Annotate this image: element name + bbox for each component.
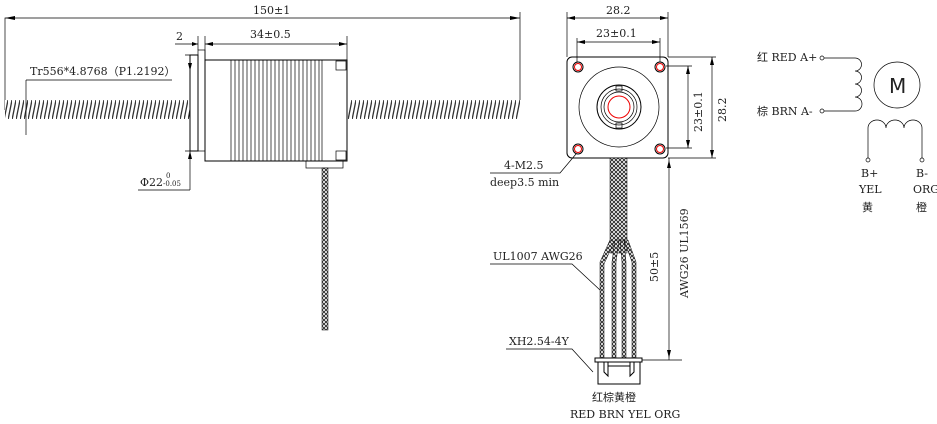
- a-plus-label: 红 RED A+: [757, 51, 817, 64]
- hole-spacing-h-dim: 23±0.1: [596, 27, 637, 40]
- b-minus-label: B-: [916, 167, 928, 180]
- mounting-face: [566, 56, 669, 159]
- b-plus-label: B+: [861, 167, 878, 180]
- b-plus-cn: 黄: [862, 200, 873, 214]
- pilot-tol-upper: 0: [166, 172, 170, 180]
- motor-symbol: [873, 61, 921, 109]
- wiring-diagram: 红 RED A+ 棕 BRN A- M B+ YEL 黄 B- ORG 橙: [757, 51, 937, 214]
- thread-spec: Tr556*4.8768（P1.2192）: [30, 65, 175, 78]
- body-length-dim: 34±0.5: [250, 28, 291, 41]
- lead-screw-right: [348, 100, 520, 119]
- hole-spacing-v-dim: 23±0.1: [692, 91, 705, 132]
- coil-a: [824, 57, 863, 112]
- b-minus-color: ORG: [913, 183, 937, 196]
- b-plus-color: YEL: [858, 183, 882, 196]
- front-view: 28.2 23±0.1 23±0.1 28.2 4-M2.5 deep3.5 m…: [490, 4, 729, 421]
- pin-colors-cn: 红棕黄橙: [592, 390, 636, 404]
- wire-spec: UL1007 AWG26: [493, 250, 583, 263]
- front-height-dim: 28.2: [716, 98, 729, 123]
- hole-depth: deep3.5 min: [490, 176, 559, 189]
- coil-b: [867, 119, 923, 158]
- shaft-circle: [607, 95, 631, 119]
- motor-symbol-label: M: [889, 74, 906, 98]
- overall-length-dim: 150±1: [253, 4, 290, 17]
- lead-screw-left: [5, 100, 190, 119]
- lead-length-dim: 50±5: [648, 252, 661, 282]
- b-minus-cn: 橙: [916, 200, 927, 214]
- side-cable: [321, 167, 329, 331]
- lead-wires: [599, 239, 637, 359]
- motor-body: [204, 59, 348, 162]
- flange-thickness-dim: 2: [176, 30, 183, 43]
- pilot-tol-lower: -0.05: [163, 180, 181, 188]
- flange: [189, 54, 199, 152]
- front-width-dim: 28.2: [606, 4, 631, 17]
- side-view: 150±1 2 34±0.5 Tr556*4.8768（P1.2192） Φ22…: [4, 4, 521, 331]
- cable-bundle: [609, 157, 628, 254]
- hole-spec: 4-M2.5: [504, 159, 543, 172]
- pilot-diameter: Φ22: [140, 176, 163, 189]
- connector-spec: XH2.54-4Y: [509, 335, 570, 348]
- a-minus-label: 棕 BRN A-: [757, 104, 813, 118]
- pin-colors-en: RED BRN YEL ORG: [570, 408, 680, 421]
- mount-holes: [572, 61, 666, 155]
- cable-spec: AWG26 UL1569: [678, 208, 691, 299]
